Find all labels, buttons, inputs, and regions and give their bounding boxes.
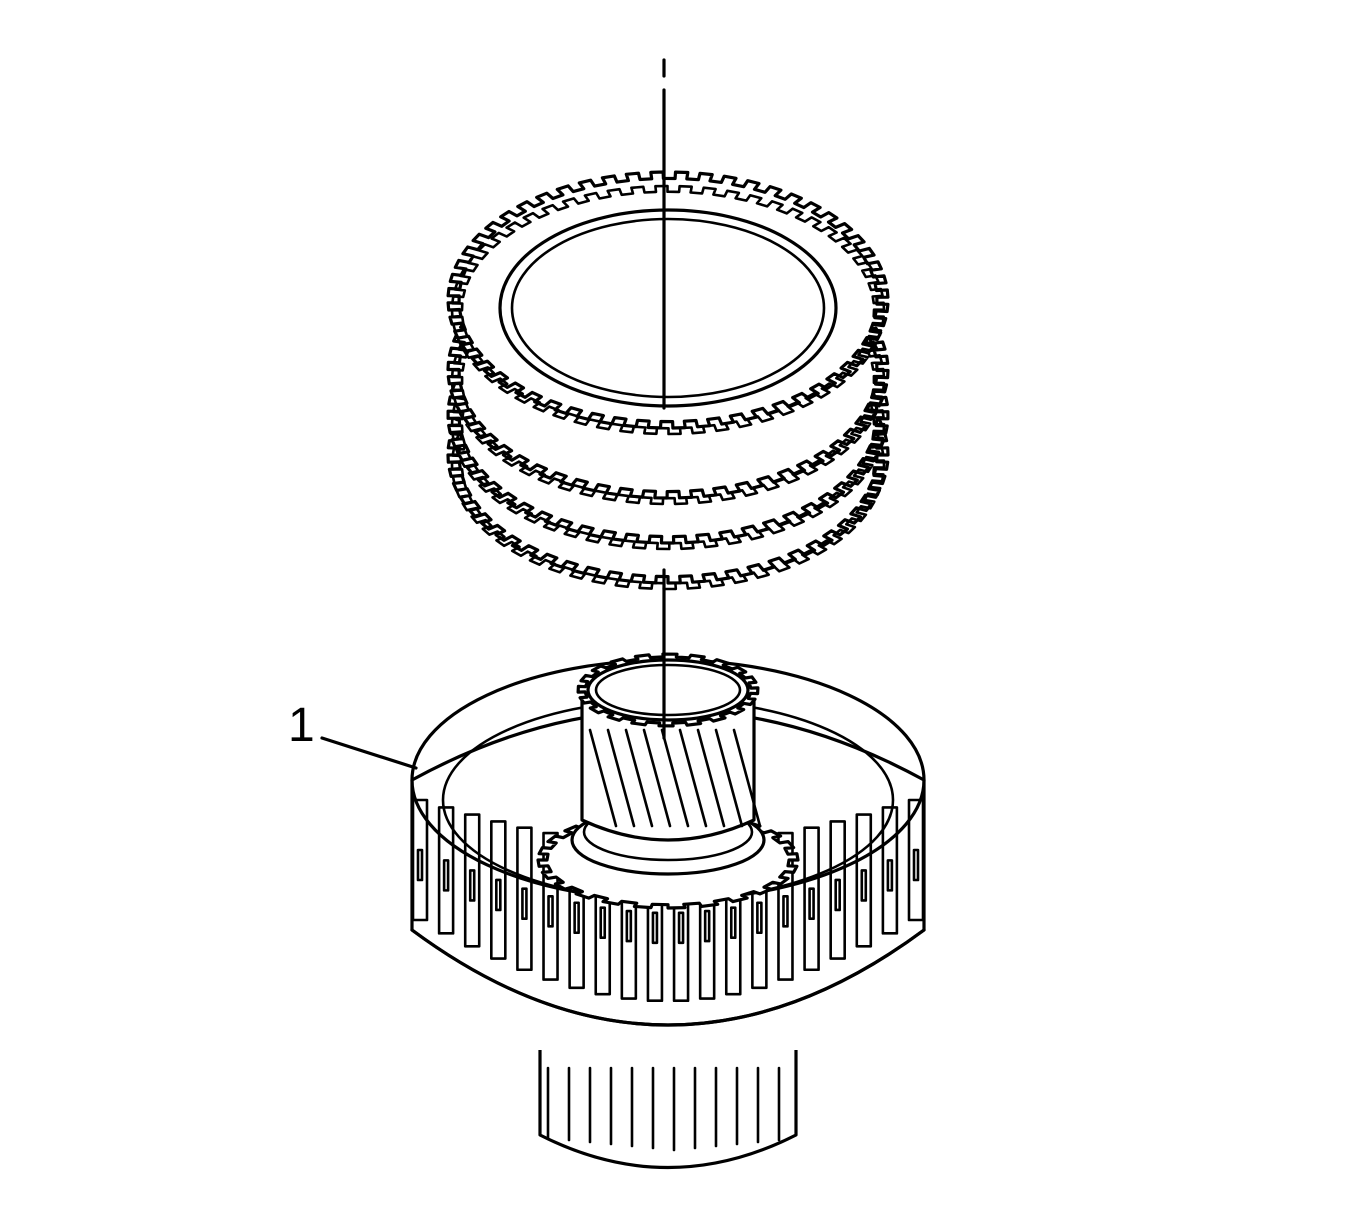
shaft-helical-spline <box>732 728 762 828</box>
clutch-plate-4 <box>446 170 890 436</box>
drum-window <box>573 901 580 935</box>
shaft-bore-inner <box>594 663 742 717</box>
drum-window <box>521 887 528 920</box>
drum-window <box>547 895 554 928</box>
drum-spline-slot <box>803 826 820 972</box>
callout-1-leader <box>320 736 418 770</box>
shaft-helical-spline <box>714 728 744 828</box>
shaft-helical-spline <box>678 728 708 828</box>
plate-inner-bore-edge <box>510 217 826 399</box>
inner-hub-shaft <box>536 652 800 910</box>
drum-window <box>651 911 659 945</box>
drum-window <box>782 895 789 928</box>
callout-leader-line <box>320 736 418 770</box>
shaft-body <box>580 698 756 842</box>
drum-window <box>808 887 815 920</box>
drum-window <box>703 909 711 943</box>
drum-window <box>495 878 502 912</box>
drum-window <box>468 869 476 902</box>
drum-spline-slot <box>411 798 429 922</box>
drum-window <box>677 911 685 945</box>
shaft-helical-spline <box>624 728 654 828</box>
drum-window <box>599 906 607 939</box>
drum-spline-slot <box>437 806 455 935</box>
plate-outer-teeth <box>446 170 890 430</box>
drum-window <box>442 859 450 892</box>
drum-window <box>860 869 868 902</box>
drum-window <box>416 848 424 882</box>
drum-neck <box>538 1050 798 1169</box>
drum-spline-slot <box>829 820 846 960</box>
plate-edge-teeth <box>450 184 886 436</box>
drum-spline-slot <box>463 813 481 948</box>
drum-spline-slot <box>907 798 925 922</box>
shaft-helical-spline <box>642 728 672 828</box>
drum-window <box>886 859 894 892</box>
shaft-helical-spline <box>660 728 690 828</box>
plate-inner-bore <box>498 208 838 408</box>
drum-spline-slot <box>516 826 533 972</box>
drum-bottom-rim <box>410 928 926 1027</box>
drum-spline-slot <box>490 820 507 960</box>
shaft-helical-spline <box>606 728 636 828</box>
shaft-helical-spline <box>588 728 618 828</box>
drum-spline-slot <box>881 806 899 935</box>
drum-window <box>834 878 841 912</box>
drum-spline-slot <box>777 831 794 981</box>
drum-window <box>729 906 737 939</box>
clutch-plate-stack <box>446 170 890 591</box>
drum-window <box>756 901 763 935</box>
drum-window <box>625 909 633 943</box>
drum-spline-slot <box>855 813 873 948</box>
shaft-helical-spline <box>696 728 726 828</box>
callout-label-1: 1 <box>288 699 315 752</box>
shaft-bore <box>586 658 750 722</box>
drum-spline-slot <box>542 831 559 981</box>
drum-window <box>912 848 920 882</box>
